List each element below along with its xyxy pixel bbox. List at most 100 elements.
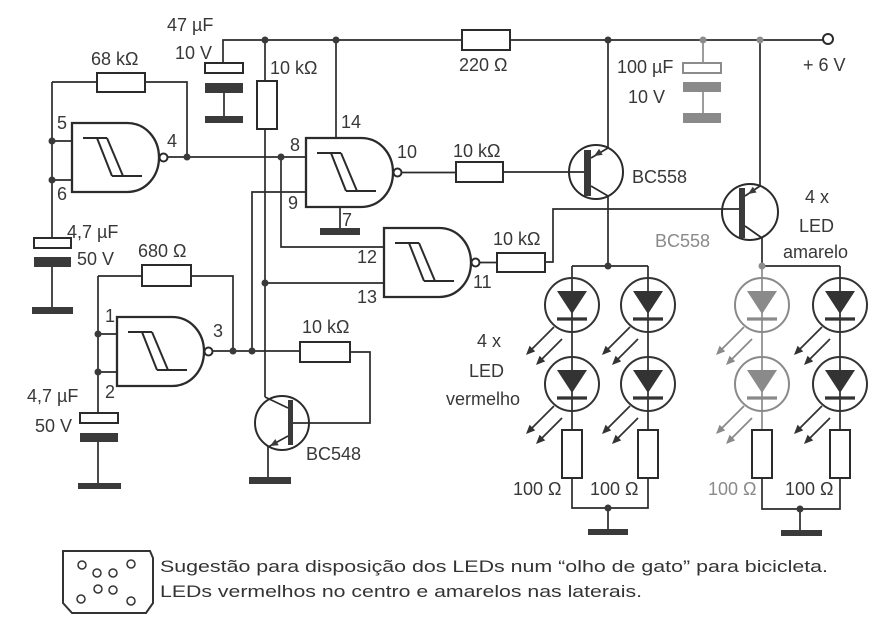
junction-dot (604, 36, 612, 44)
light-arrows-icon (715, 326, 753, 366)
light-arrows-icon (715, 405, 753, 445)
wire-gate-d-output (479, 208, 739, 264)
led-layout-icon (62, 550, 154, 614)
feedback-b-resistor-value: 680 Ω (138, 241, 187, 261)
wire-yellow-bank-right (761, 265, 841, 530)
resistor-led-yellow (829, 429, 851, 479)
yellow-bank-type: LED (799, 216, 834, 236)
schmitt-nand-gate-a (70, 121, 169, 194)
junction-dot (48, 137, 56, 145)
pin-label: 11 (473, 272, 492, 292)
transistor-label: BC548 (306, 444, 361, 464)
emitter-arrow-icon (748, 186, 757, 194)
junction-dot (94, 368, 102, 376)
junction-dot (94, 330, 102, 338)
resistor-feedback-gate-a (96, 72, 146, 93)
transistor-label: BC558 (632, 167, 687, 187)
pin-label: 4 (167, 131, 177, 151)
capacitor-timing-gate-b (78, 412, 121, 489)
transistor-envelope (254, 395, 310, 451)
transistor-envelope (721, 183, 779, 241)
junction-dot (229, 347, 237, 355)
supply-rail (222, 39, 823, 63)
pin-label: 9 (288, 193, 298, 213)
emitter-arrow-icon (594, 148, 603, 156)
junction-dot (277, 153, 285, 161)
capacitor-plate-negative (683, 82, 721, 92)
pullup-resistor-value: 10 kΩ (270, 58, 317, 78)
wire-driver-yellow-leads (744, 40, 763, 266)
led-resistor-value: 100 Ω (590, 479, 639, 499)
timing-b-cap-value: 4,7 µF (27, 386, 78, 406)
capacitor-plate-positive (204, 62, 244, 74)
resistor-led-red (637, 429, 659, 479)
base-red-resistor-value: 10 kΩ (453, 141, 500, 161)
timing-a-cap-voltage: 50 V (77, 249, 114, 269)
wire-feedback-gate-a (52, 81, 188, 157)
resistor-series-supply (461, 29, 511, 51)
light-arrows-icon (525, 326, 563, 366)
capacitor-plate-negative (80, 433, 118, 442)
junction-dot (183, 153, 191, 161)
resistor-base-driver-yellow (496, 252, 546, 273)
caption-line-2: LEDs vermelhos no centro e amarelos nas … (160, 582, 642, 601)
led-position-dot (126, 559, 136, 569)
schmitt-nand-gate-b (115, 315, 214, 388)
capacitor-plate-positive (33, 237, 72, 249)
wire-pin9 (251, 191, 306, 351)
timing-a-cap-value: 4,7 µF (67, 222, 118, 242)
resistor-led-yellow (751, 429, 773, 479)
decoupling-cap-value: 47 µF (167, 15, 213, 35)
light-arrows-icon (793, 405, 831, 445)
ground-symbol (205, 116, 243, 123)
capacitor-plate-negative (34, 257, 71, 267)
transistor-driver-red (568, 144, 624, 200)
light-arrows-icon (793, 326, 831, 366)
junction-dot (758, 262, 766, 270)
schmitt-nand-gate-c (304, 136, 403, 209)
ground-symbol (683, 113, 721, 123)
led-position-dot (108, 568, 118, 578)
pin-label: 5 (57, 113, 67, 133)
supply-terminal (822, 33, 834, 45)
junctions (48, 36, 804, 513)
schmitt-nand-gate-d (382, 226, 481, 299)
wire-bc548-leads (264, 396, 289, 477)
wire-pin12 (280, 157, 384, 248)
emitter-arrow-icon (270, 439, 279, 446)
transistor-base-bar (584, 150, 591, 196)
led-resistor-value: 100 Ω (785, 479, 834, 499)
yellow-bank-color: amarelo (783, 242, 848, 262)
ground-symbol (320, 228, 360, 235)
junction-dot (261, 36, 269, 44)
reservoir-cap-value: 100 µF (617, 57, 673, 77)
reservoir-cap-voltage: 10 V (628, 87, 665, 107)
ground-symbol (249, 477, 291, 484)
supply-label: + 6 V (803, 55, 846, 75)
resistor-led-red (561, 429, 583, 479)
junction-dot (261, 279, 269, 287)
transistor-base-bar (288, 400, 293, 445)
transistor-label: BC558 (655, 231, 710, 251)
component-labels: 47 µF 10 V 10 kΩ 220 Ω 100 µF 10 V + 6 V… (27, 15, 848, 499)
transistor-base-bar (739, 188, 745, 238)
decoupling-cap-voltage: 10 V (175, 43, 212, 63)
led-position-dot (76, 594, 86, 604)
pin-label: 13 (357, 287, 377, 307)
base-switch-resistor-value: 10 kΩ (302, 317, 349, 337)
reflector-outline (62, 550, 154, 614)
junction-dot (756, 36, 764, 44)
pin-label: 3 (213, 321, 223, 341)
transistor-driver-yellow (721, 183, 779, 241)
led-position-dot (77, 560, 87, 570)
resistor-pullup-top (256, 80, 278, 130)
pin-label: 14 (341, 112, 361, 132)
led-resistor-value: 100 Ω (513, 479, 562, 499)
resistor-feedback-gate-b (141, 264, 192, 287)
yellow-bank-count: 4 x (805, 187, 829, 207)
junction-dot (796, 505, 804, 513)
capacitor-plate-positive (79, 412, 119, 424)
pin-label: 10 (397, 142, 417, 162)
capacitor-decoupling (204, 62, 244, 123)
feedback-a-resistor-value: 68 kΩ (91, 49, 138, 69)
